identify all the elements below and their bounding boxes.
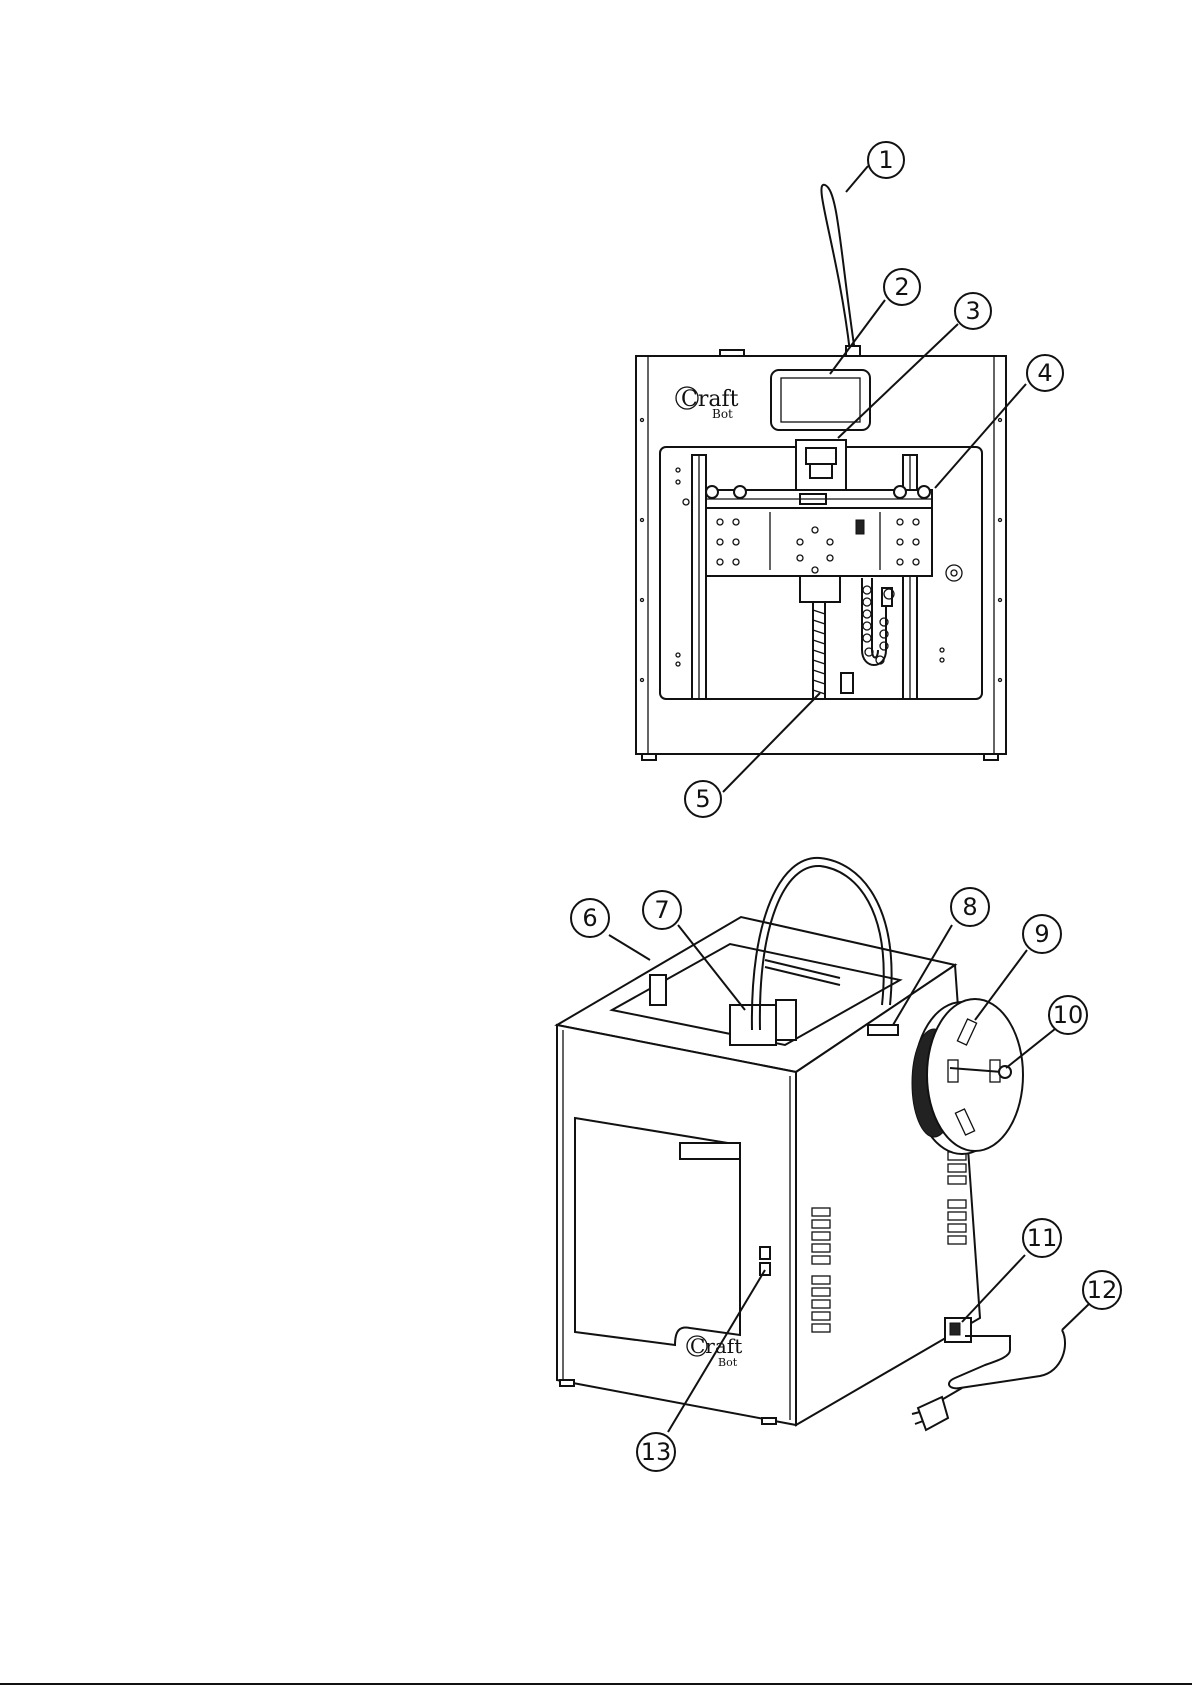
svg-text:3: 3	[965, 297, 980, 325]
svg-text:12: 12	[1087, 1276, 1118, 1304]
callout-7: 7	[643, 891, 681, 929]
rear-logo-bot: Bot	[718, 1356, 738, 1369]
svg-text:1: 1	[878, 146, 893, 174]
front-foot-right	[984, 754, 998, 760]
callout-5: 5	[685, 781, 721, 817]
build-plate-carriage	[706, 508, 932, 576]
svg-text:2: 2	[894, 273, 909, 301]
z-motor-mount	[800, 576, 840, 602]
svg-text:5: 5	[695, 785, 710, 813]
rear-view-printer: Craft Bot	[557, 858, 1065, 1430]
front-foot-left	[642, 754, 656, 760]
callout-8: 8	[951, 888, 989, 926]
front-logo-bot: Bot	[712, 407, 733, 421]
svg-text:11: 11	[1027, 1224, 1058, 1252]
ethernet-port	[760, 1263, 770, 1275]
usb-port	[760, 1247, 770, 1259]
callout-1: 1	[868, 142, 904, 178]
spool-holder-knob	[999, 1066, 1011, 1078]
callout-2: 2	[884, 269, 920, 305]
rear-left-face	[557, 1025, 796, 1425]
callout-12: 12	[1083, 1271, 1121, 1309]
svg-text:10: 10	[1053, 1001, 1084, 1029]
svg-text:9: 9	[1034, 920, 1049, 948]
svg-text:4: 4	[1037, 359, 1052, 387]
power-plug	[918, 1397, 948, 1430]
rear-logo-craft: Craft	[690, 1334, 742, 1358]
callout-10: 10	[1049, 996, 1087, 1034]
extruder-motor	[730, 1005, 776, 1045]
svg-text:13: 13	[641, 1438, 672, 1466]
callout-11: 11	[1023, 1219, 1061, 1257]
callout-9: 9	[1023, 915, 1061, 953]
front-view-printer: Craft Bot	[636, 185, 1006, 760]
tube-holder	[868, 1025, 898, 1035]
callout-6: 6	[571, 899, 609, 937]
filament-tube	[821, 185, 855, 352]
callout-3: 3	[955, 293, 991, 329]
svg-text:6: 6	[582, 904, 597, 932]
svg-text:7: 7	[654, 896, 669, 924]
callout-13: 13	[637, 1433, 675, 1471]
callout-4: 4	[1027, 355, 1063, 391]
svg-text:8: 8	[962, 893, 977, 921]
